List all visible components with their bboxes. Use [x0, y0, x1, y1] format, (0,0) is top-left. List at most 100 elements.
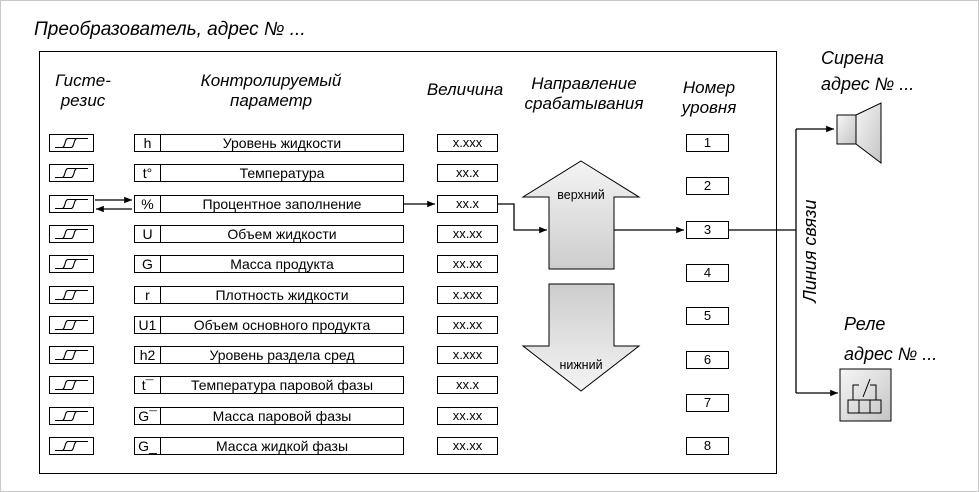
hysteresis-loop-icon	[55, 258, 88, 270]
value-box: xx.x	[437, 195, 498, 213]
parameter-name: Уровень раздела сред	[161, 346, 404, 364]
hysteresis-loop-icon	[55, 319, 88, 331]
level-box: 7	[686, 394, 729, 412]
siren-label: Сирена адрес № ...	[821, 45, 914, 97]
hysteresis-box	[49, 195, 94, 213]
parameter-header-line-2: параметр	[229, 91, 313, 110]
parameter-name: Масса жидкой фазы	[161, 437, 404, 455]
value-box: xx.x	[437, 376, 498, 394]
communication-line-label: Линия связи	[800, 199, 820, 303]
siren-icon	[836, 102, 882, 165]
hysteresis-box	[49, 376, 94, 394]
value-box: x.xxx	[437, 346, 498, 364]
parameter-name: Температура паровой фазы	[161, 376, 404, 394]
level-box: 5	[686, 307, 729, 325]
hysteresis-box	[49, 407, 94, 425]
down-direction-label: нижний	[559, 358, 603, 372]
parameter-box: G_Масса жидкой фазы	[134, 437, 404, 455]
parameter-symbol: t°	[134, 164, 161, 182]
direction-header-line-2: срабатывания	[524, 94, 644, 113]
hysteresis-loop-icon	[55, 289, 88, 301]
up-direction-arrow	[521, 160, 641, 270]
parameter-symbol: t¯	[134, 376, 161, 394]
parameter-header-line-1: Контролируемый	[200, 71, 342, 90]
siren-address: адрес № ...	[821, 74, 915, 94]
parameter-name: Уровень жидкости	[161, 134, 404, 152]
parameter-box: G¯Масса паровой фазы	[134, 407, 404, 425]
converter-frame	[39, 51, 777, 474]
parameter-name: Температура	[161, 164, 404, 182]
up-direction-label: верхний	[557, 188, 605, 202]
hysteresis-box	[49, 134, 94, 152]
parameter-header: Контролируемый параметр	[169, 71, 373, 111]
direction-header-line-1: Направление	[531, 74, 637, 93]
hysteresis-loop-icon	[55, 228, 88, 240]
parameter-name: Масса паровой фазы	[161, 407, 404, 425]
level-box: 8	[686, 437, 729, 455]
relay-label: Реле адрес № ...	[844, 309, 937, 369]
value-box: xx.xx	[437, 407, 498, 425]
parameter-name: Объем жидкости	[161, 225, 404, 243]
parameter-name: Плотность жидкости	[161, 286, 404, 304]
value-box: xx.x	[437, 164, 498, 182]
relay-title: Реле	[844, 314, 886, 334]
level-header-line-2: уровня	[681, 98, 737, 117]
parameter-box: t°Температура	[134, 164, 404, 182]
parameter-symbol: G¯	[134, 407, 161, 425]
hysteresis-loop-icon	[55, 349, 88, 361]
hysteresis-header: Гисте- резис	[41, 71, 125, 111]
level-box: 6	[686, 351, 729, 369]
value-header: Величина	[426, 80, 504, 99]
level-header-line-1: Номер	[682, 78, 736, 97]
value-box: xx.xx	[437, 316, 498, 334]
hysteresis-loop-icon	[55, 198, 88, 210]
parameter-symbol: %	[134, 195, 161, 213]
level-header: Номер уровня	[669, 78, 749, 118]
hysteresis-box	[49, 164, 94, 182]
value-box: x.xxx	[437, 286, 498, 304]
hysteresis-box	[49, 316, 94, 334]
parameter-symbol: h2	[134, 346, 161, 364]
parameter-name: Масса продукта	[161, 255, 404, 273]
level-box: 1	[686, 134, 729, 152]
value-to-direction-arrow	[498, 203, 547, 234]
parameter-box: %Процентное заполнение	[134, 195, 404, 213]
hysteresis-header-line-1: Гисте-	[55, 71, 111, 90]
hysteresis-loop-icon	[55, 410, 88, 422]
hysteresis-header-line-2: резис	[60, 91, 106, 110]
value-box: x.xxx	[437, 134, 498, 152]
down-direction-arrow	[521, 283, 641, 392]
parameter-symbol: U1	[134, 316, 161, 334]
hysteresis-box	[49, 255, 94, 273]
parameter-symbol: h	[134, 134, 161, 152]
hysteresis-loop-icon	[55, 137, 88, 149]
level-box: 3	[686, 221, 729, 239]
parameter-symbol: U	[134, 225, 161, 243]
direction-header: Направление срабатывания	[511, 74, 657, 114]
hysteresis-box	[49, 286, 94, 304]
hysteresis-loop-icon	[55, 440, 88, 452]
parameter-box: t¯Температура паровой фазы	[134, 376, 404, 394]
parameter-symbol: G	[134, 255, 161, 273]
value-box: xx.xx	[437, 255, 498, 273]
parameter-name: Объем основного продукта	[161, 316, 404, 334]
parameter-symbol: G_	[134, 437, 161, 455]
relay-address: адрес № ...	[844, 344, 938, 364]
hysteresis-loop-icon	[55, 379, 88, 391]
hysteresis-box	[49, 225, 94, 243]
value-box: xx.xx	[437, 437, 498, 455]
converter-title: Преобразователь, адрес № ...	[34, 19, 306, 40]
level-box: 2	[686, 177, 729, 195]
hysteresis-loop-icon	[55, 167, 88, 179]
value-box: xx.xx	[437, 225, 498, 243]
level-box: 4	[686, 264, 729, 282]
parameter-symbol: r	[134, 286, 161, 304]
